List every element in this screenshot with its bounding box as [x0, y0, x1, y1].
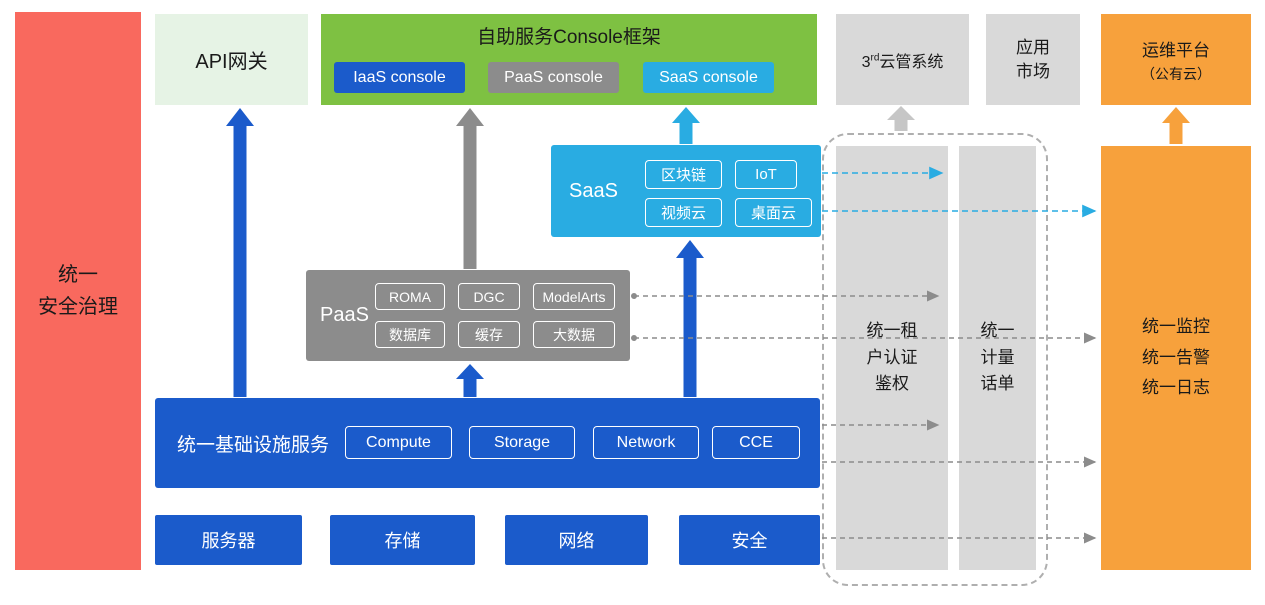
metering-bar: 统一 计量 话单	[959, 146, 1036, 570]
third-party-cloud-label: 3rd云管系统	[862, 48, 944, 72]
third-party-cloud-box: 3rd云管系统	[836, 14, 969, 105]
security-governance-label: 统一 安全治理	[38, 264, 118, 318]
arrow-boundary-to-third-party	[887, 106, 915, 131]
paas-console-chip: PaaS console	[488, 62, 619, 93]
ops-platform-line1: 运维平台	[1142, 40, 1210, 60]
app-market-box: 应用 市场	[986, 14, 1080, 105]
hardware-box-storage: 存储	[330, 515, 475, 565]
infra-item-storage: Storage	[469, 426, 575, 459]
monitoring-box: 统一监控 统一告警 统一日志	[1101, 146, 1251, 570]
saas-item-desktop-cloud: 桌面云	[735, 198, 812, 227]
auth-bar-label: 统一租 户认证 鉴权	[866, 321, 918, 394]
paas-item-modelarts: ModelArts	[533, 283, 615, 310]
third-party-rest: 云管系统	[879, 53, 944, 71]
paas-item-dgc: DGC	[458, 283, 520, 310]
third-party-sup: rd	[870, 52, 880, 64]
infra-item-network: Network	[593, 426, 699, 459]
saas-console-chip: SaaS console	[643, 62, 774, 93]
paas-item-cache: 缓存	[458, 321, 520, 348]
saas-item-video-cloud: 视频云	[645, 198, 722, 227]
ops-platform-box: 运维平台 （公有云）	[1101, 14, 1251, 105]
ops-platform-line2: （公有云）	[1141, 65, 1211, 82]
connector-dot-paas-1	[631, 293, 637, 299]
arrow-infra-to-paas	[456, 364, 484, 397]
console-framework-title: 自助服务Console框架	[477, 27, 661, 48]
paas-label: PaaS	[320, 304, 369, 326]
saas-item-iot: IoT	[735, 160, 797, 189]
arrow-paas-to-console	[456, 108, 484, 269]
infra-item-cce: CCE	[712, 426, 800, 459]
hardware-box-security: 安全	[679, 515, 820, 565]
connector-dot-paas-2	[631, 335, 637, 341]
arrow-infra-to-saas	[676, 240, 704, 397]
infrastructure-box: 统一基础设施服务 Compute Storage Network CCE	[155, 398, 820, 488]
arrow-saas-to-console	[672, 107, 700, 144]
saas-label: SaaS	[569, 179, 618, 202]
saas-item-blockchain: 区块链	[645, 160, 722, 189]
third-party-prefix: 3	[861, 53, 871, 71]
console-framework-box: 自助服务Console框架 IaaS console PaaS console …	[321, 14, 817, 105]
hardware-box-server: 服务器	[155, 515, 302, 565]
paas-item-roma: ROMA	[375, 283, 445, 310]
api-gateway-box: API网关	[155, 14, 308, 105]
arrow-monitoring-to-ops	[1162, 107, 1190, 144]
auth-bar: 统一租 户认证 鉴权	[836, 146, 948, 570]
api-gateway-label: API网关	[195, 51, 268, 73]
paas-item-bigdata: 大数据	[533, 321, 615, 348]
dashed-boundary	[822, 133, 1048, 586]
paas-item-database: 数据库	[375, 321, 445, 348]
security-governance-bar: 统一 安全治理	[15, 12, 141, 570]
paas-box: PaaS ROMA DGC ModelArts 数据库 缓存 大数据	[306, 270, 630, 361]
infrastructure-label: 统一基础设施服务	[177, 434, 330, 456]
infra-item-compute: Compute	[345, 426, 452, 459]
metering-bar-label: 统一 计量 话单	[980, 321, 1015, 394]
arrow-infra-to-api-gateway	[226, 108, 254, 397]
hardware-box-network: 网络	[505, 515, 648, 565]
app-market-label: 应用 市场	[1016, 37, 1050, 81]
saas-box: SaaS 区块链 IoT 视频云 桌面云	[551, 145, 821, 237]
iaas-console-chip: IaaS console	[334, 62, 465, 93]
monitoring-label: 统一监控 统一告警 统一日志	[1142, 317, 1210, 398]
